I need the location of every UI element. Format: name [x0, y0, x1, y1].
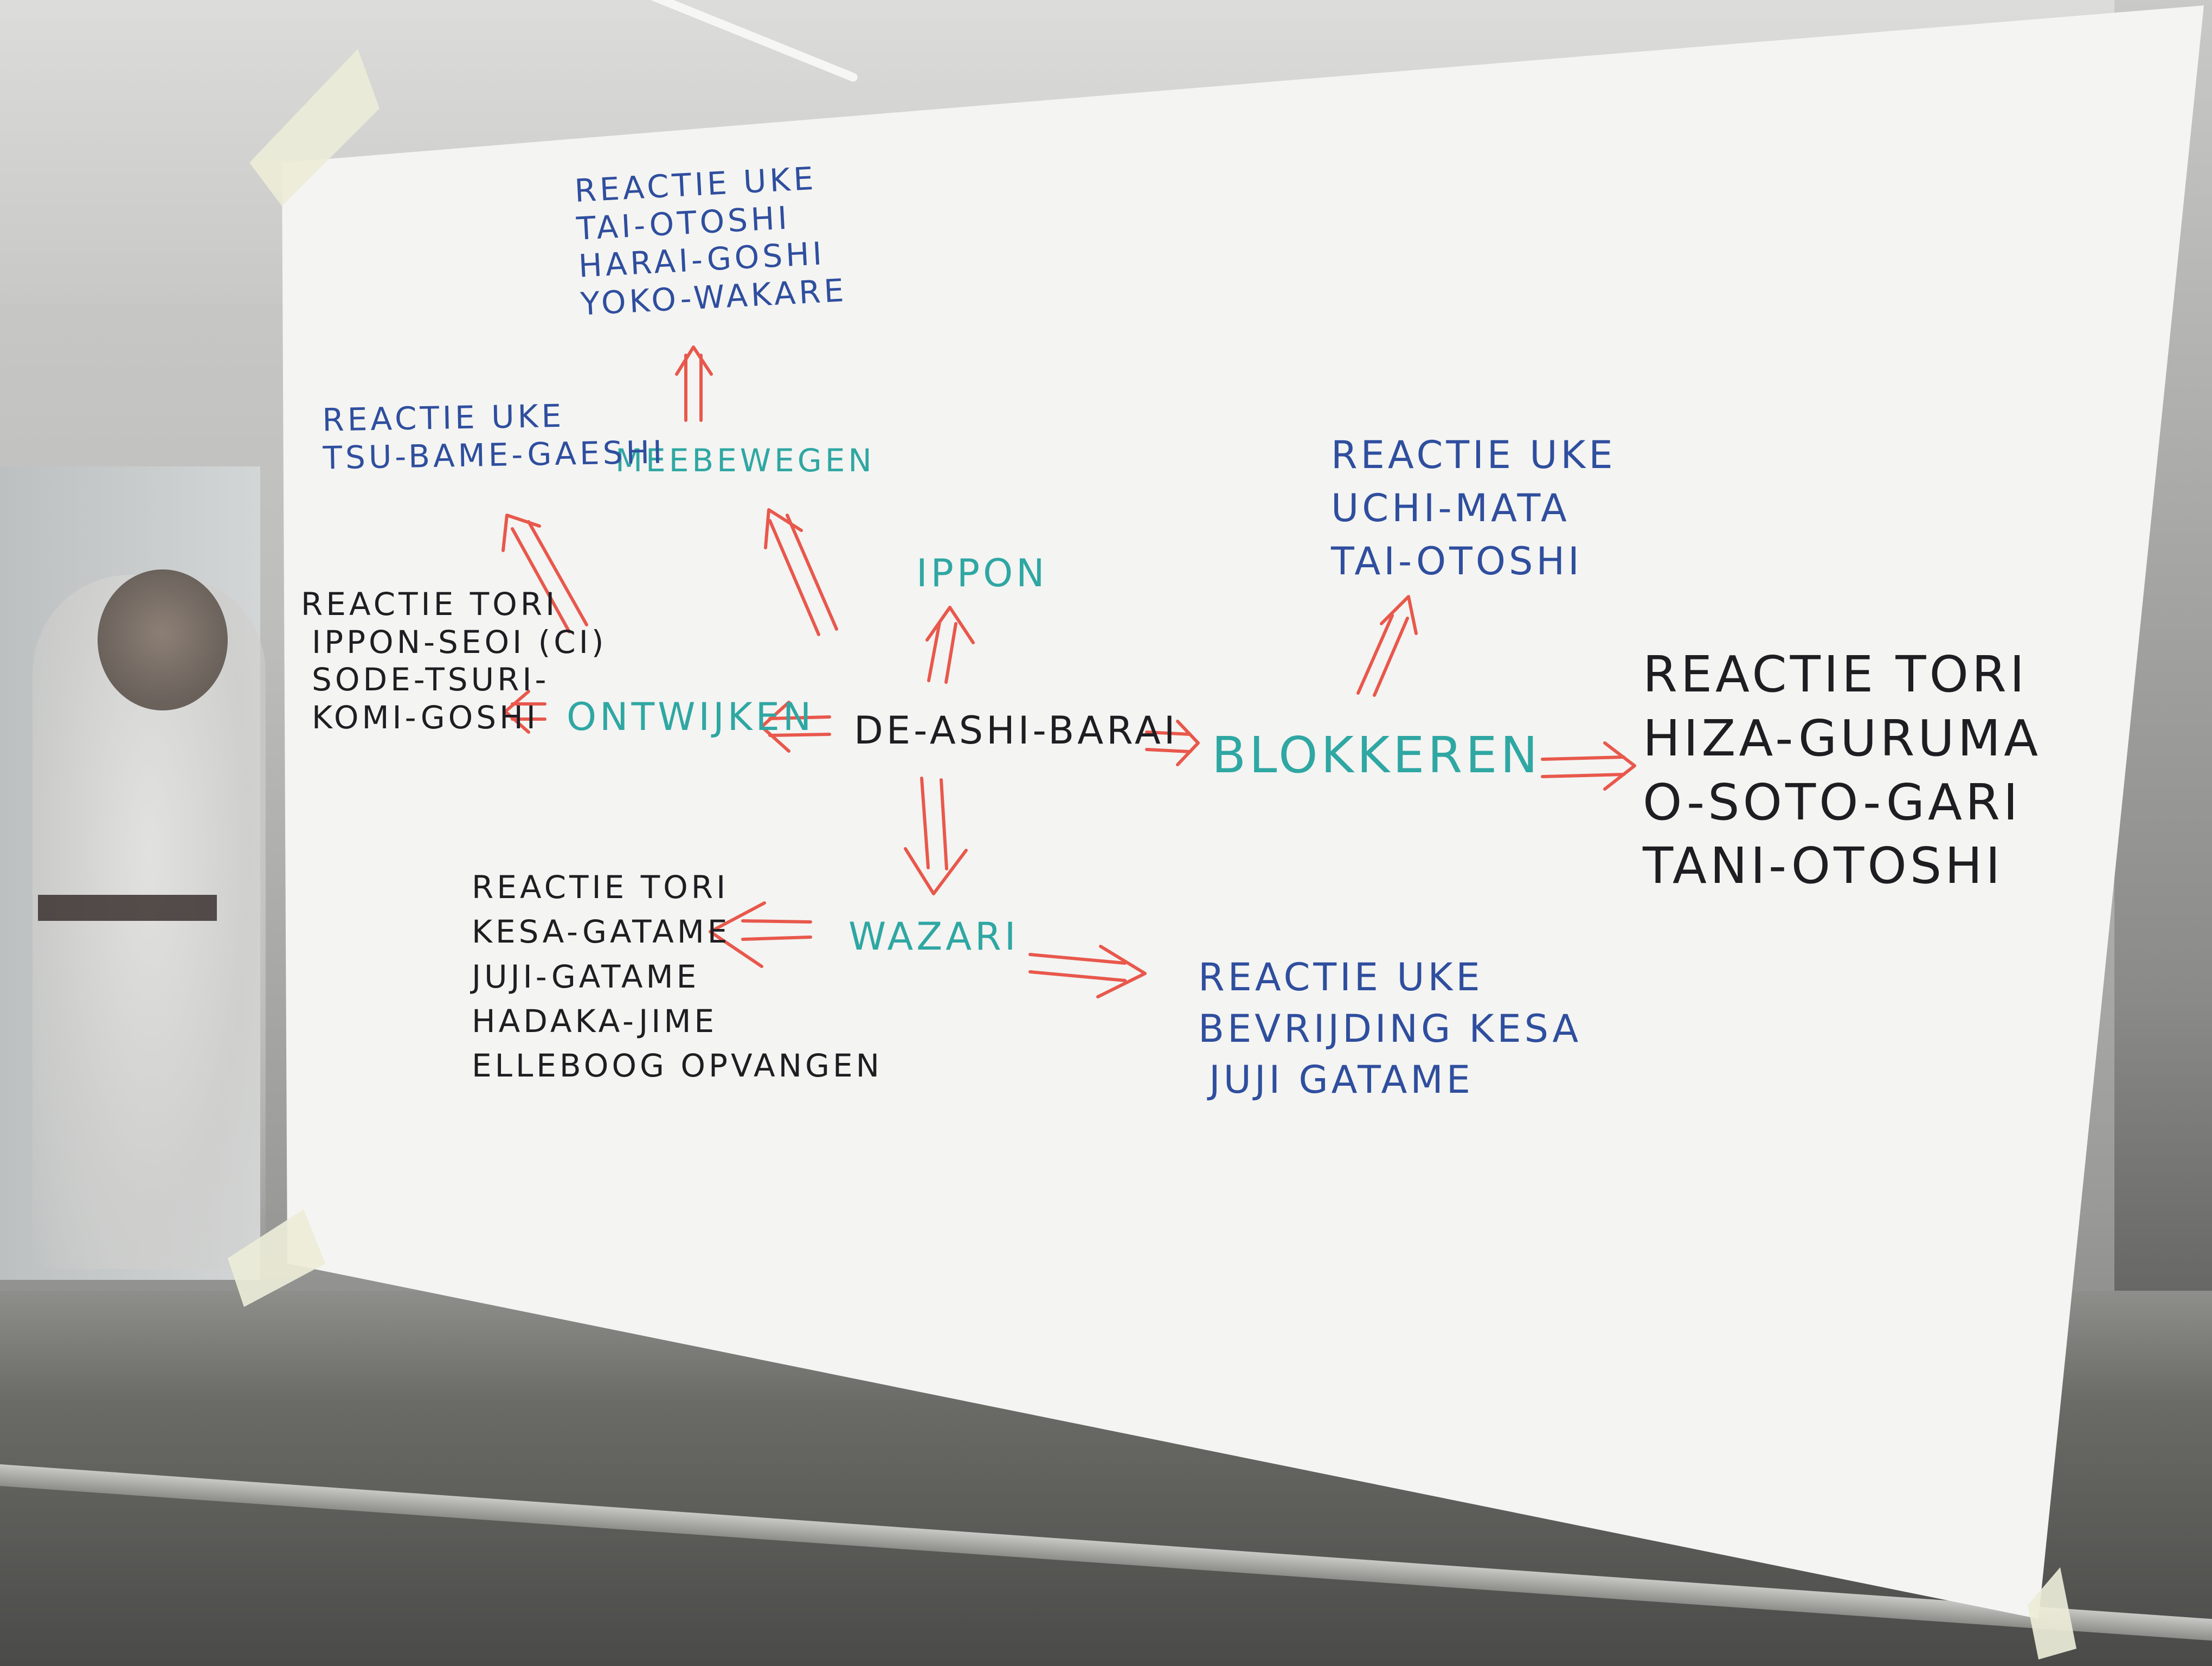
- poster-paper: [282, 5, 2204, 1619]
- wazari-tori-line: ELLEBOOG OPVANGEN: [472, 1047, 883, 1085]
- wazari-tori-block: REACTIE TORi KESA-GATAME JUJi-GATAME HAD…: [472, 865, 883, 1088]
- arrow-to-ontwijken-tori: [504, 690, 546, 734]
- tsubame-uke-line: TSU-BAME-GAESHI: [323, 433, 666, 477]
- background-person-head: [98, 569, 228, 710]
- arrow-to-wazari-uke: [1028, 945, 1147, 998]
- arrow-to-meebewegen-uke: [675, 345, 713, 422]
- blokkeren-tori-line: TANi-OTOSHi: [1643, 837, 2004, 895]
- tape-top-left: [249, 49, 380, 206]
- ontwijken-tori-heading: REACTIE TORI: [301, 586, 558, 623]
- blokkeren-uke-line: TAi-OTOSHi: [1331, 539, 1583, 584]
- ontwijken-tori-line: IPPON-SEOi (ci): [312, 623, 607, 661]
- arrow-to-ippon: [925, 606, 975, 684]
- arrow-to-blokkeren-tori: [1541, 741, 1636, 791]
- blokkeren-tori-line: HiZA-GURUMA: [1643, 709, 2042, 767]
- wazari-uke-heading: REACTIE UKE: [1198, 955, 1483, 999]
- wazari-node: WAZARI: [848, 914, 1019, 959]
- tsubame-uke-block: REACTIE UKE TSU-BAME-GAESHI: [322, 395, 666, 477]
- meebewegen-node: MEEBEWEGEN: [615, 442, 875, 479]
- wazari-tori-line: KESA-GATAME: [472, 913, 731, 951]
- blokkeren-tori-line: O-SOTO-GARi: [1643, 773, 2022, 831]
- arrow-to-blokkeren-uke: [1356, 595, 1418, 697]
- arrow-to-wazari-tori: [709, 901, 812, 968]
- blokkeren-node: BLOKKEREN: [1212, 726, 1541, 784]
- arrow-to-tsubame-uke: [501, 514, 588, 633]
- wazari-tori-line: HADAKA-JiME: [472, 1003, 718, 1040]
- ontwijken-tori-line: KOMi-GOSHi: [312, 699, 539, 736]
- arrow-to-meebewegen: [764, 508, 838, 636]
- background-belt: [38, 895, 217, 921]
- arrow-to-ontwijken: [760, 701, 831, 753]
- tape-bottom-right: [2028, 1567, 2076, 1659]
- ippon-node: IPPON: [916, 551, 1048, 595]
- blokkeren-tori-heading: REACTIE TORI: [1643, 645, 2028, 703]
- blokkeren-tori-block: REACTIE TORI HiZA-GURUMA O-SOTO-GARi TAN…: [1643, 643, 2041, 898]
- tape-bottom-left: [228, 1209, 325, 1307]
- arrow-to-blokkeren: [1145, 720, 1200, 766]
- wazari-tori-heading: REACTIE TORi: [472, 869, 729, 906]
- meebewegen-uke-block: REACTIE UKE TAI-OTOSHI HARAi-GOSHi YOKO-…: [574, 158, 848, 323]
- ontwijken-tori-line: SODE-TSURi-: [312, 661, 550, 699]
- arrow-to-wazari: [904, 777, 968, 895]
- ontwijken-tori-block: REACTIE TORI IPPON-SEOi (ci) SODE-TSURi-…: [301, 586, 607, 736]
- blokkeren-uke-heading: REACTIE UKE: [1331, 433, 1616, 477]
- wazari-uke-line: JUJi GATAME: [1209, 1058, 1474, 1102]
- blokkeren-uke-block: REACTIE UKE UCHi-MATA TAi-OTOSHi: [1331, 428, 1616, 588]
- wazari-uke-line: BEVRijDiNG KESA: [1198, 1006, 1582, 1051]
- center-node: DE-ASHI-BARAi: [854, 708, 1179, 753]
- wazari-tori-line: JUJi-GATAME: [472, 958, 700, 995]
- tsubame-uke-heading: REACTIE UKE: [321, 397, 565, 439]
- blokkeren-uke-line: UCHi-MATA: [1331, 486, 1570, 530]
- ontwijken-node: ONTWIJKEN: [567, 695, 815, 739]
- wazari-uke-block: REACTIE UKE BEVRijDiNG KESA JUJi GATAME: [1198, 952, 1581, 1106]
